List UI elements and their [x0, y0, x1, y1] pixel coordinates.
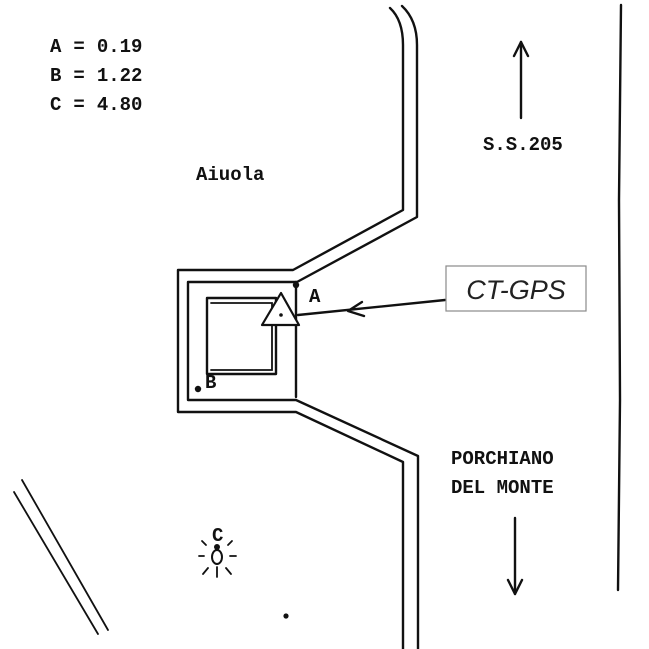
town-label-line1: PORCHIANO [451, 448, 554, 470]
point-a-marker [292, 281, 300, 289]
legend-row-a: A=0.19 [50, 36, 142, 58]
arrow-up-icon [512, 40, 530, 120]
legend-row-b: B=1.22 [50, 65, 142, 87]
road-right-edge [616, 3, 623, 592]
point-c-label: C [212, 525, 223, 547]
survey-dot [283, 613, 289, 619]
road-edge [176, 4, 420, 649]
point-b-marker [194, 385, 202, 393]
station-pointer-arrow [296, 298, 447, 318]
legend-row-c: C=4.80 [50, 94, 142, 116]
town-label-line2: DEL MONTE [451, 477, 554, 499]
station-label-box: CT-GPS [445, 265, 587, 312]
point-b-label: B [205, 372, 216, 394]
triangle-benchmark-icon [260, 291, 301, 327]
street-lamp-icon [198, 540, 237, 578]
station-label: CT-GPS [466, 275, 566, 305]
side-road [13, 479, 109, 635]
aiuola-label: Aiuola [196, 164, 264, 186]
flowerbed [205, 280, 298, 399]
road-north-label: S.S.205 [483, 134, 563, 156]
arrow-down-icon [506, 516, 524, 596]
distance-legend: A=0.19 B=1.22 C=4.80 [50, 36, 142, 116]
point-a-label: A [309, 286, 321, 308]
